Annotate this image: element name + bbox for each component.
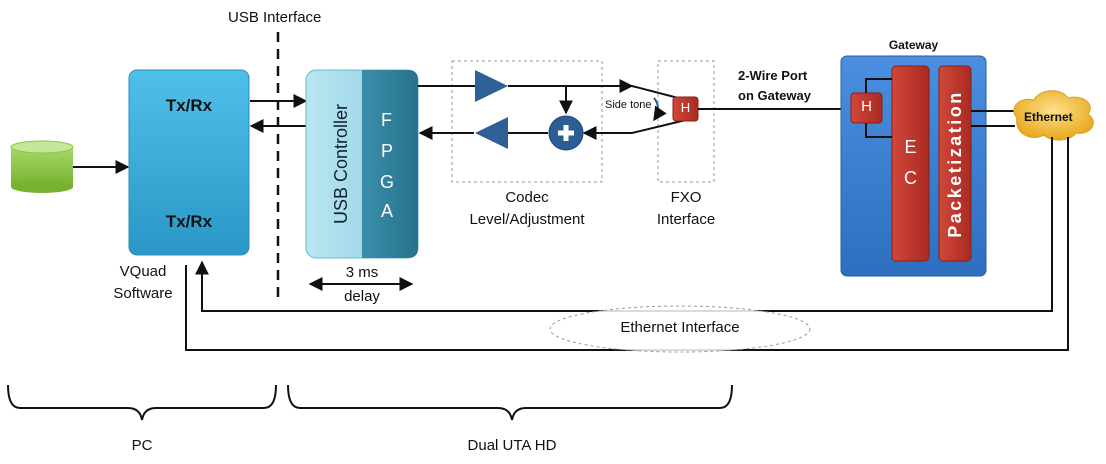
- hybrid-gw-box: [850, 92, 883, 124]
- amplifier-triangle-icon: [475, 70, 508, 102]
- cloud-icon: [1013, 90, 1094, 141]
- plus-summer-icon: [548, 115, 584, 151]
- dual-uta-label: Dual UTA HD: [467, 437, 557, 454]
- hybrid-to-summer-line: [631, 119, 687, 134]
- ec-box: [891, 65, 930, 262]
- ethernet-interface-label: Ethernet Interface: [620, 319, 740, 336]
- gw-hybrid-rx-line: [865, 121, 892, 138]
- txrx-box: [128, 69, 250, 256]
- fpga-letter-g: G: [380, 172, 395, 192]
- ec-letter-c: C: [904, 168, 917, 188]
- vquad-label-line1: VQuad: [119, 263, 167, 280]
- fxo-label-line2: Interface: [656, 211, 716, 228]
- gw-hybrid-tx-line: [865, 78, 892, 97]
- ethernet-interface-ellipse: [549, 305, 811, 353]
- pc-brace: [7, 384, 277, 421]
- ec-letter-e: E: [904, 137, 917, 157]
- delay-value-label: 3 ms: [345, 264, 379, 281]
- codec-dashed-box: [451, 60, 603, 183]
- fxo-label-line1: FXO: [670, 189, 702, 206]
- hybrid-gw-label: H: [861, 98, 872, 115]
- usb-interface-label: USB Interface: [228, 9, 322, 26]
- txrx-top-label: Tx/Rx: [165, 96, 213, 115]
- codec-label-line1: Codec: [505, 189, 549, 206]
- port-label-line1: 2-Wire Port: [738, 68, 808, 83]
- fpga-box: [362, 70, 418, 258]
- amplifier-triangle-icon: [475, 117, 508, 149]
- gateway-label: Gateway: [888, 38, 939, 52]
- curved-arrow-icon: [653, 97, 667, 122]
- txrx-bottom-label: Tx/Rx: [165, 212, 213, 231]
- dual-uta-brace: [287, 384, 733, 421]
- packetization-label: Packetization: [945, 90, 965, 238]
- delay-word-label: delay: [344, 288, 380, 305]
- fpga-letter-f: F: [381, 110, 392, 130]
- packetization-box: [938, 65, 972, 262]
- ethernet-cloud-label: Ethernet: [1024, 110, 1073, 124]
- fxo-dashed-box: [657, 60, 715, 183]
- hybrid-fxo-label: H: [680, 100, 691, 115]
- usb-controller-label: USB Controller: [331, 104, 351, 224]
- database-icon: [10, 140, 74, 193]
- codec-label-line2: Level/Adjustment: [469, 211, 585, 228]
- side-tone-label: Side tone: [605, 99, 652, 111]
- port-label-line2: on Gateway: [738, 88, 811, 103]
- pc-label: PC: [131, 437, 153, 454]
- fpga-letter-a: A: [381, 201, 394, 221]
- fpga-letter-p: P: [381, 141, 394, 161]
- vquad-label-line2: Software: [113, 285, 173, 302]
